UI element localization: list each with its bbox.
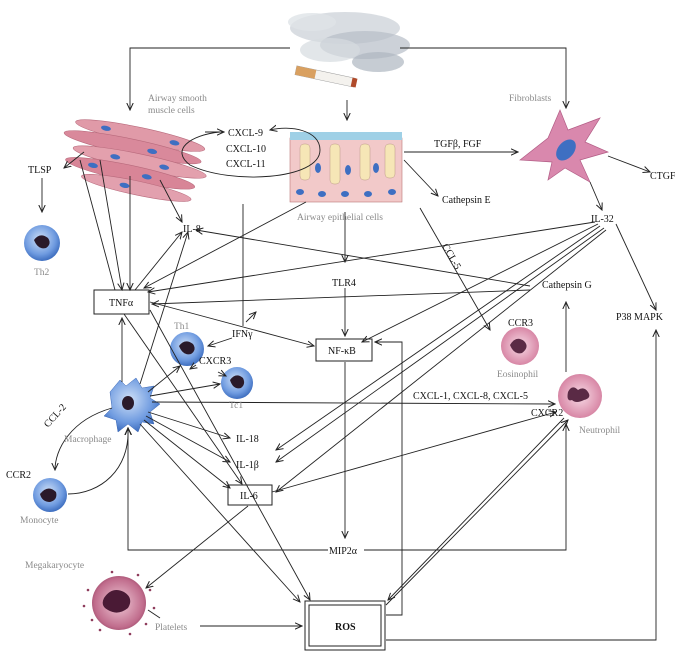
label-cxcl11: CXCL-11 (226, 159, 266, 170)
label-smooth-muscle-line2: muscle cells (148, 106, 195, 116)
label-il1b: IL-1β (236, 460, 259, 471)
label-ifng: IFNγ (232, 329, 253, 340)
label-fibroblasts: Fibroblasts (509, 94, 552, 104)
label-tc1: Tc1 (229, 401, 243, 411)
label-tgf-fgf: TGFβ, FGF (434, 139, 482, 150)
cigarette-smoke-illustration (288, 12, 410, 72)
label-megakaryocyte: Megakaryocyte (25, 561, 84, 571)
label-ros: ROS (335, 622, 356, 633)
label-il8: IL-8 (183, 224, 201, 235)
label-il32: IL-32 (591, 214, 614, 225)
cigarette-icon (294, 65, 358, 88)
megakaryocyte-illustration (82, 570, 156, 636)
ros-box-inner (308, 604, 382, 647)
label-ccl5: CCL-5 (439, 242, 462, 272)
label-th2: Th2 (34, 268, 50, 278)
label-il18: IL-18 (236, 434, 259, 445)
label-cathepsin-e: Cathepsin E (442, 195, 491, 206)
label-cxcl10: CXCL-10 (226, 144, 266, 155)
label-p38-mapk: P38 MAPK (616, 312, 664, 323)
label-monocyte: Monocyte (20, 516, 59, 526)
th1-cell-illustration (170, 332, 204, 366)
il6-box (227, 484, 273, 506)
label-nfkb: NF-κB (328, 346, 356, 357)
label-ctgf: CTGF (650, 171, 675, 182)
label-cxcr3: CXCR3 (199, 356, 231, 367)
label-il6: IL-6 (240, 491, 258, 502)
th2-cell-illustration (24, 225, 60, 261)
label-ccl2: CCL-2 (42, 402, 69, 430)
epithelial-cells-illustration (289, 132, 403, 203)
label-platelets: Platelets (155, 623, 187, 633)
label-cxcl9: CXCL-9 (228, 128, 263, 139)
label-ccr3: CCR3 (508, 318, 533, 329)
label-smooth-muscle-line1: Airway smooth (148, 94, 207, 104)
label-cxcl-chemokines: CXCL-1, CXCL-8, CXCL-5 (413, 391, 528, 402)
label-mip2a: MIP2α (329, 546, 358, 557)
tc1-cell-illustration (221, 367, 253, 399)
fibroblast-illustration (519, 109, 610, 183)
label-tlsp: TLSP (28, 165, 52, 176)
eosinophil-illustration (501, 327, 539, 365)
label-ccr2: CCR2 (6, 470, 31, 481)
smooth-muscle-cells-illustration (63, 119, 207, 202)
label-tlr4: TLR4 (332, 278, 356, 289)
neutrophil-illustration (558, 374, 602, 418)
nfkb-box (315, 338, 373, 362)
label-cathepsin-g: Cathepsin G (542, 280, 592, 291)
label-eosinophil: Eosinophil (497, 370, 539, 380)
label-airway-epithelial: Airway epithelial cells (297, 213, 383, 223)
monocyte-illustration (33, 478, 67, 512)
label-cxcr2: CXCR2 (531, 408, 563, 419)
label-tnfa: TNFα (109, 298, 134, 309)
label-neutrophil: Neutrophil (579, 426, 621, 436)
connectors (42, 47, 656, 641)
tnfa-box (93, 289, 150, 315)
label-macrophage: Macrophage (64, 435, 111, 445)
macrophage-illustration (103, 377, 161, 433)
label-th1: Th1 (174, 322, 190, 332)
